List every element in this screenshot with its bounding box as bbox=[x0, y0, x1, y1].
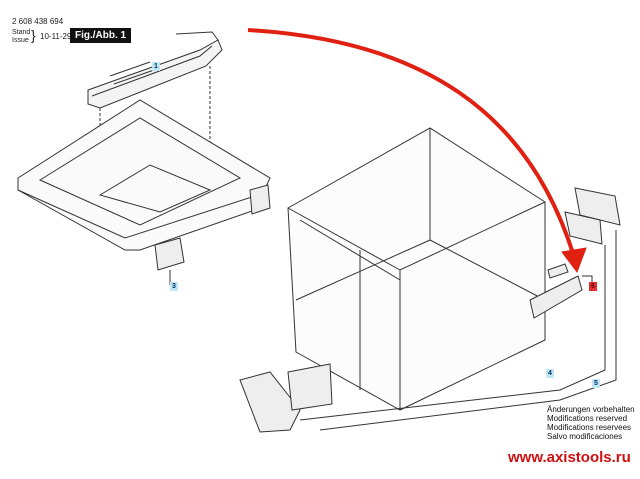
red-arrow bbox=[247, 28, 577, 261]
red-arrow-head bbox=[561, 247, 587, 274]
note-fr: Modifications reservees bbox=[547, 423, 632, 432]
note-es: Salvo modificaciones bbox=[547, 432, 623, 441]
issue-date: 10-11-29 bbox=[40, 32, 72, 41]
issue-label: Issue bbox=[12, 37, 29, 44]
part-number: 2 608 438 694 bbox=[12, 17, 64, 26]
note-de: Änderungen vorbehalten bbox=[547, 405, 635, 414]
handle-part bbox=[87, 31, 223, 109]
side-latch-parts bbox=[529, 187, 621, 319]
figure-label: Fig./Abb. 1 bbox=[70, 28, 132, 43]
brace: } bbox=[31, 27, 36, 43]
stand-label: Stand bbox=[12, 29, 31, 36]
latch-part-left bbox=[154, 184, 271, 271]
callout-4: 4 bbox=[546, 369, 554, 378]
callout-3: 3 bbox=[170, 282, 178, 291]
box-part bbox=[287, 127, 546, 411]
callout-1: 1 bbox=[152, 62, 160, 71]
modification-notes: Änderungen vorbehalten Modifications res… bbox=[547, 405, 635, 441]
front-latch-part bbox=[239, 363, 333, 433]
watermark-url: www.axistools.ru bbox=[508, 449, 631, 466]
note-en: Modifications reserved bbox=[547, 414, 628, 423]
callout-6-highlighted: 6 bbox=[589, 282, 597, 291]
lid-part bbox=[17, 99, 271, 251]
callout-5: 5 bbox=[592, 379, 600, 388]
